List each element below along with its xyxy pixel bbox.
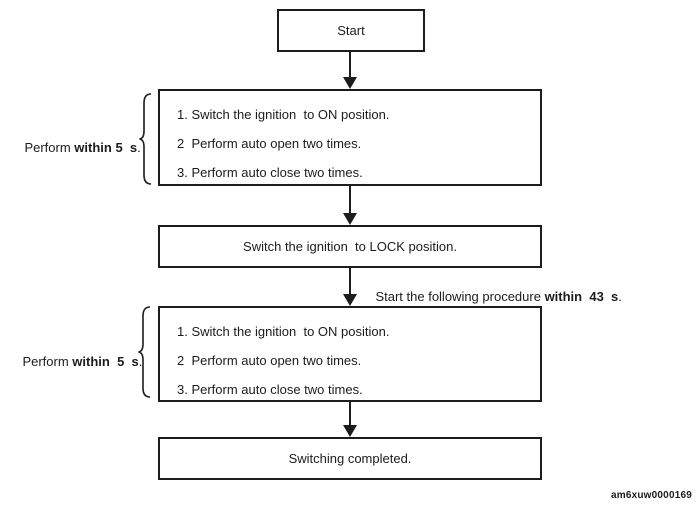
completed-node-label: Switching completed. [288, 451, 412, 466]
timing-annotation-suffix: . [618, 289, 622, 304]
procedure-box-1: 1. Switch the ignition to ON position. 2… [158, 89, 542, 186]
timing-annotation-prefix: Start the following procedure [375, 289, 545, 304]
completed-node: Switching completed. [158, 437, 542, 480]
procedure-box-2: 1. Switch the ignition to ON position. 2… [158, 306, 542, 402]
perform-label-2-prefix: Perform [22, 354, 73, 369]
flow-arrow-4 [343, 402, 357, 437]
timing-annotation-bold: within 43 s [544, 289, 619, 304]
left-brace-icon [139, 93, 152, 185]
procedure-step: 1. Switch the ignition to ON position. [177, 107, 390, 122]
arrow-shaft [349, 51, 351, 77]
procedure-step: 2 Perform auto open two times. [177, 136, 362, 151]
arrow-shaft [349, 267, 351, 294]
arrow-head-icon [343, 213, 357, 225]
arrow-head-icon [343, 77, 357, 89]
lock-node: Switch the ignition to LOCK position. [158, 225, 542, 268]
perform-label-2-suffix: . [138, 354, 143, 369]
start-node-label: Start [337, 23, 365, 38]
arrow-head-icon [343, 425, 357, 437]
perform-label-1-bold: within 5 s [74, 140, 138, 155]
timing-annotation: Start the following procedure within 43 … [361, 273, 622, 321]
lock-node-label: Switch the ignition to LOCK position. [243, 239, 457, 254]
document-code: am6xuw0000169 [611, 490, 692, 501]
perform-label-1-prefix: Perform [24, 140, 75, 155]
flow-arrow-3 [343, 267, 357, 306]
perform-label-1-suffix: . [137, 140, 141, 155]
procedure-step: 2 Perform auto open two times. [177, 353, 362, 368]
start-node: Start [277, 9, 425, 52]
perform-label-2: Perform within 5 s. [8, 338, 142, 386]
flow-arrow-2 [343, 186, 357, 225]
left-brace-icon [138, 306, 151, 398]
perform-label-2-bold: within 5 s [72, 354, 139, 369]
procedure-step: 3. Perform auto close two times. [177, 165, 363, 180]
arrow-shaft [349, 186, 351, 213]
flow-arrow-1 [343, 51, 357, 89]
procedure-step: 3. Perform auto close two times. [177, 382, 363, 397]
arrow-shaft [349, 402, 351, 425]
arrow-head-icon [343, 294, 357, 306]
perform-label-1: Perform within 5 s. [10, 124, 141, 172]
procedure-step: 1. Switch the ignition to ON position. [177, 324, 390, 339]
